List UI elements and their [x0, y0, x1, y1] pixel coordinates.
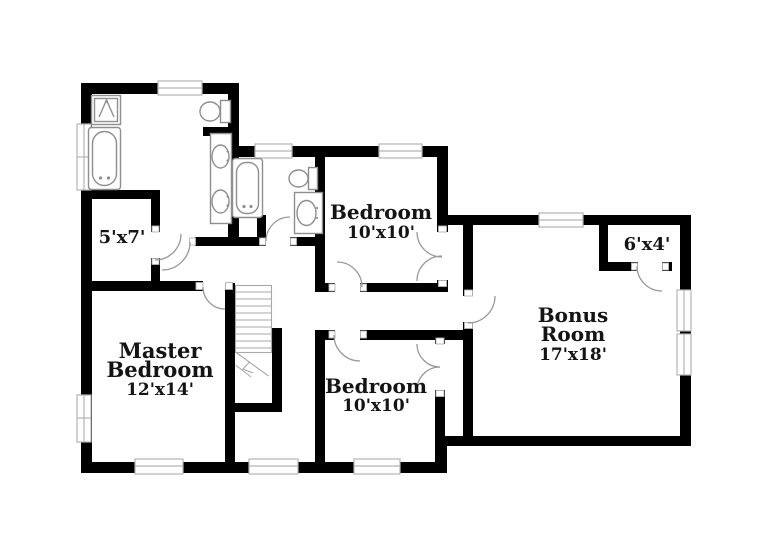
wall-segment	[81, 190, 160, 199]
window	[76, 394, 92, 443]
door-arc	[336, 261, 363, 288]
stair-treads	[235, 291, 272, 349]
door-jamb	[151, 225, 160, 233]
wall-segment	[315, 283, 335, 292]
wall-segment	[599, 215, 608, 271]
wall-segment	[229, 146, 446, 157]
wall-segment	[203, 127, 239, 136]
wall-segment	[315, 330, 325, 473]
wall-segment	[81, 281, 203, 291]
wall-segment	[360, 330, 473, 340]
room-dims: 6'x4'	[624, 234, 671, 255]
bathtub	[231, 157, 264, 219]
wall-segment	[81, 83, 92, 473]
door-arc	[416, 255, 443, 282]
windows	[76, 80, 692, 475]
wall-segment	[463, 215, 473, 296]
window	[378, 143, 423, 159]
wall-segment	[272, 328, 282, 412]
wall-segment	[151, 258, 160, 290]
door-jamb	[225, 282, 233, 290]
door-jamb	[438, 225, 447, 233]
door-jamb	[662, 262, 669, 271]
room-label-bedroom-bottom: Bedroom 10'x10'	[325, 374, 427, 416]
door-arc	[161, 241, 191, 271]
wall-segment	[360, 283, 448, 292]
door-jamb	[195, 282, 204, 290]
door-jamb	[360, 283, 367, 292]
shower	[90, 94, 122, 126]
room-name: Room	[541, 322, 605, 346]
toilet	[199, 99, 232, 124]
window	[157, 80, 203, 96]
wall-segment	[437, 436, 447, 473]
wall-segment	[225, 403, 282, 412]
double-sink-vanity	[209, 132, 233, 225]
wall-segment	[151, 190, 160, 232]
room-label-master-bedroom: Master Bedroom 12'x14'	[106, 338, 213, 400]
door-jamb	[328, 330, 336, 339]
sink-vanity	[293, 191, 324, 235]
door-jamb	[435, 337, 445, 345]
door-arc	[333, 334, 361, 362]
room-dims: 5'x7'	[99, 227, 146, 248]
wall-segment	[463, 322, 473, 446]
door-jamb	[438, 280, 447, 287]
wall-segment	[290, 237, 325, 246]
stair-break-line	[235, 351, 269, 378]
door-jamb	[360, 330, 367, 339]
room-labels: 5'x7' Bedroom 10'x10' 6'x4' Bonus Room 1…	[99, 200, 671, 416]
door-jamb	[328, 283, 336, 292]
door-arc	[416, 366, 441, 391]
fixtures	[87, 94, 324, 235]
door-jamb	[435, 390, 445, 397]
wall-segment	[228, 83, 239, 136]
wall-segment	[437, 146, 448, 232]
door-jamb	[189, 237, 196, 246]
door-jamb	[151, 258, 160, 265]
room-label-bonus-room: Bonus Room 17'x18'	[538, 303, 609, 365]
room-dims: 10'x10'	[342, 396, 410, 416]
wall-segment	[225, 283, 235, 473]
wall-segment	[437, 436, 691, 446]
room-dims: 10'x10'	[347, 223, 415, 243]
window	[254, 143, 293, 159]
window	[676, 289, 692, 332]
wall-segment	[599, 262, 638, 271]
door-jambs	[151, 225, 669, 397]
wall-segment	[257, 215, 266, 246]
window	[248, 458, 299, 475]
door-jamb	[290, 237, 297, 246]
door-jamb	[259, 237, 266, 246]
door-arc	[467, 295, 496, 324]
window	[134, 458, 184, 475]
room-dims: 12'x14'	[126, 380, 194, 400]
room-name: Bedroom	[330, 200, 432, 224]
door-jamb	[464, 289, 473, 297]
wall-segment	[195, 237, 257, 246]
door-arc	[636, 265, 663, 292]
window	[676, 333, 692, 376]
room-label-closet-6x4: 6'x4'	[624, 234, 671, 255]
room-name: Bonus	[538, 303, 609, 327]
stair-outline	[234, 284, 273, 354]
room-name: Master	[119, 338, 203, 363]
doors	[154, 216, 663, 391]
staircase	[234, 284, 273, 378]
room-name: Bedroom	[325, 374, 427, 398]
door-arc	[265, 216, 291, 242]
window	[538, 212, 584, 228]
wall-segment	[435, 390, 445, 473]
door-arc	[202, 286, 226, 310]
wall-segment	[435, 330, 445, 344]
bathtub	[87, 126, 122, 191]
room-label-closet-5x7: 5'x7'	[99, 227, 146, 248]
room-label-bedroom-top: Bedroom 10'x10'	[330, 200, 432, 243]
room-dims: 17'x18'	[539, 345, 607, 365]
door-arc	[154, 233, 182, 261]
room-name: Bedroom	[106, 357, 213, 382]
toilet	[288, 166, 319, 191]
window	[353, 458, 401, 475]
